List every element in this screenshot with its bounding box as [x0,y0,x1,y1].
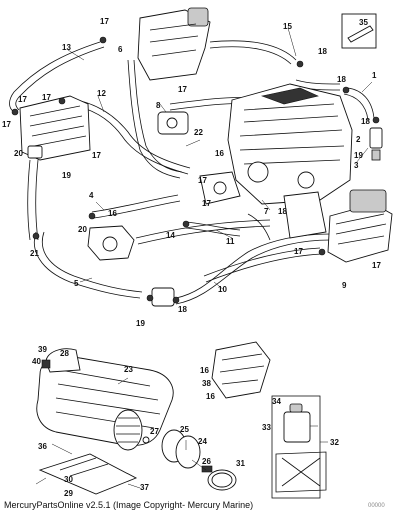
callout-1: 1 [372,71,377,80]
figure-number: 00000 [368,503,385,509]
sea-water-pump[interactable] [87,225,135,261]
callout-7: 7 [264,207,269,216]
callout-19c: 19 [136,319,145,328]
callout-16c: 16 [200,366,209,375]
callout-17c: 17 [42,93,51,102]
hose-clamp-31[interactable] [207,469,237,491]
coolant-reservoir-33[interactable] [283,403,311,443]
callout-24: 24 [198,437,207,446]
callout-13: 13 [62,43,71,52]
callout-15: 15 [283,22,292,31]
callout-17g: 17 [198,176,207,185]
callout-18c: 18 [361,117,370,126]
callout-17b: 17 [18,95,27,104]
callout-17h: 17 [202,199,211,208]
callout-17a: 17 [100,17,109,26]
callout-29: 29 [64,489,73,498]
callout-21: 21 [30,249,39,258]
copyright-footer: MercuryPartsOnline v2.5.1 (Image Copyrig… [4,500,254,510]
callout-17f: 17 [178,85,187,94]
callout-10: 10 [218,285,227,294]
callout-16d: 16 [206,392,215,401]
hose-7[interactable] [247,213,271,241]
callout-16a: 16 [215,149,224,158]
callout-36: 36 [38,442,47,451]
callout-16b: 16 [108,209,117,218]
callout-22: 22 [194,128,203,137]
callout-23: 23 [124,365,133,374]
end-cap-28[interactable] [45,348,81,373]
callout-18a: 18 [318,47,327,56]
callout-30: 30 [64,475,73,484]
callout-4: 4 [89,191,94,200]
zinc-anode-26[interactable] [201,465,213,473]
hose-14[interactable] [135,219,271,245]
callout-17d: 17 [2,120,11,129]
callout-28: 28 [60,349,69,358]
callout-26: 26 [202,457,211,466]
engine-block[interactable] [227,83,353,205]
hose-6[interactable] [127,59,183,179]
callout-34: 34 [272,397,281,406]
callout-38: 38 [202,379,211,388]
callout-6: 6 [118,45,123,54]
right-mid-manifold[interactable] [283,191,327,239]
pump-22[interactable] [157,111,189,135]
callout-33: 33 [262,423,271,432]
callout-17e: 17 [92,151,101,160]
end-cover-grille[interactable] [113,409,143,451]
tool-35[interactable] [341,13,377,49]
drain-plug-39[interactable] [41,359,51,369]
callout-8: 8 [156,101,161,110]
callout-37: 37 [140,483,149,492]
callout-25: 25 [180,425,189,434]
plug-27[interactable] [142,436,150,444]
mounting-bracket-36[interactable] [38,453,138,495]
flush-fitting-2[interactable] [369,127,383,161]
hose-15[interactable] [209,40,297,65]
callout-40: 40 [32,357,41,366]
callout-31: 31 [236,459,245,468]
hose-clamps [11,36,380,304]
callout-27: 27 [150,427,159,436]
hose-10[interactable] [175,233,331,305]
callout-20a: 20 [14,149,23,158]
hose-4[interactable] [91,194,181,219]
callout-14: 14 [166,231,175,240]
callout-20b: 20 [78,225,87,234]
callout-18e: 18 [178,305,187,314]
hose-5[interactable] [34,231,143,299]
callout-19a: 19 [354,151,363,160]
callout-19b: 19 [62,171,71,180]
plate-24[interactable] [175,435,201,469]
right-exhaust-manifold[interactable] [327,189,393,263]
callout-32: 32 [330,438,339,447]
hose-right-1[interactable] [343,87,375,121]
thermostat-housing[interactable] [199,171,241,205]
leader-lines [35,27,373,489]
callout-9: 9 [342,281,347,290]
callout-35: 35 [359,18,368,27]
hose-9[interactable] [203,247,323,283]
reservoir-bracket-32[interactable] [271,395,327,499]
tee-19-lower[interactable] [151,287,175,307]
upper-left-riser[interactable] [137,7,211,81]
upper-left-exhaust-manifold[interactable] [19,95,91,161]
callout-11: 11 [226,237,235,246]
engine-mount-bracket-16-38[interactable] [211,341,271,399]
callout-18d: 18 [278,207,287,216]
callout-12: 12 [97,89,106,98]
left-fitting-20[interactable] [27,145,43,159]
hose-21[interactable] [27,159,39,241]
callout-2: 2 [356,135,361,144]
callout-labels: 1 2 3 4 5 6 7 8 9 10 11 12 13 14 15 16 1… [2,17,381,498]
callout-5: 5 [74,279,79,288]
callout-3: 3 [354,161,359,170]
hose-11[interactable] [185,221,241,237]
callout-17j: 17 [372,261,381,270]
callout-18b: 18 [337,75,346,84]
callout-17i: 17 [294,247,303,256]
callout-39: 39 [38,345,47,354]
